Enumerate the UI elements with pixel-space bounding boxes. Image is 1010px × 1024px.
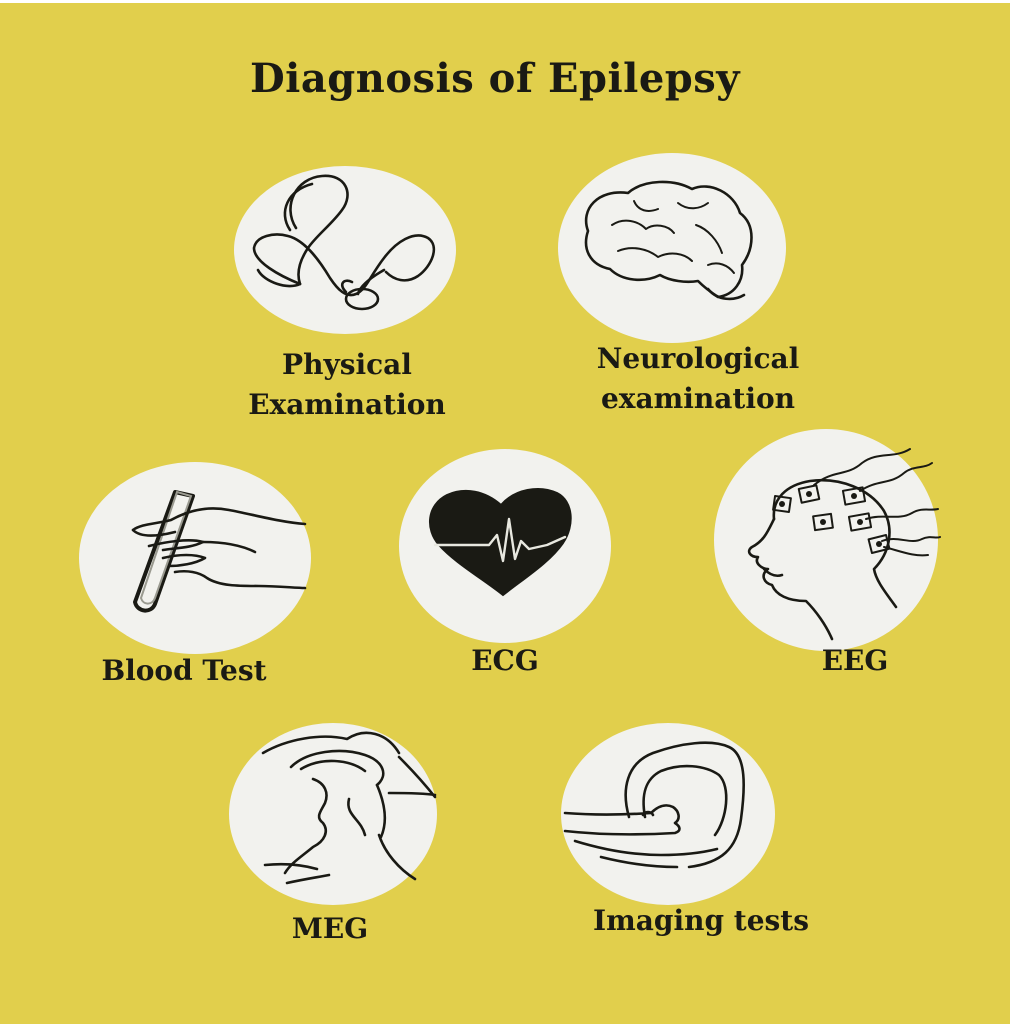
label-line: Imaging tests — [593, 904, 809, 937]
label-line: ECG — [471, 644, 539, 677]
meg-scanner-icon — [261, 731, 437, 885]
blood-test-circle — [79, 462, 311, 654]
label-line: Blood Test — [101, 654, 267, 687]
item-label-blood-test: Blood Test — [84, 651, 284, 691]
imaging-tests-circle — [561, 723, 775, 905]
item-label-physical-examination: Physical Examination — [236, 345, 458, 425]
eeg-head-icon — [747, 448, 941, 641]
label-line: Examination — [248, 388, 446, 421]
label-line: MEG — [291, 912, 369, 945]
meg-circle — [229, 723, 437, 905]
item-label-ecg: ECG — [430, 641, 580, 681]
brain-icon — [584, 180, 753, 301]
label-line: EEG — [821, 644, 889, 677]
heart-ecg-icon — [428, 488, 572, 597]
neurological-examination-circle — [558, 153, 786, 343]
label-line: Neurological — [596, 342, 800, 375]
item-label-eeg: EEG — [780, 641, 930, 681]
diagram-title: Diagnosis of Epilepsy — [249, 55, 741, 102]
stethoscope-icon — [252, 174, 436, 311]
label-line: examination — [600, 382, 796, 415]
ecg-circle — [399, 449, 611, 643]
physical-examination-circle — [234, 166, 456, 334]
item-label-imaging-tests: Imaging tests — [576, 901, 826, 941]
item-label-neurological-examination: Neurological examination — [568, 339, 828, 419]
eeg-circle — [714, 429, 941, 651]
diagram-canvas: Diagnosis of Epilepsy Physical Examinati… — [0, 3, 1010, 1024]
label-line: Physical — [282, 348, 412, 381]
test-tube-hand-icon — [131, 490, 307, 613]
mri-scanner-icon — [563, 741, 745, 869]
item-label-meg: MEG — [265, 909, 395, 949]
